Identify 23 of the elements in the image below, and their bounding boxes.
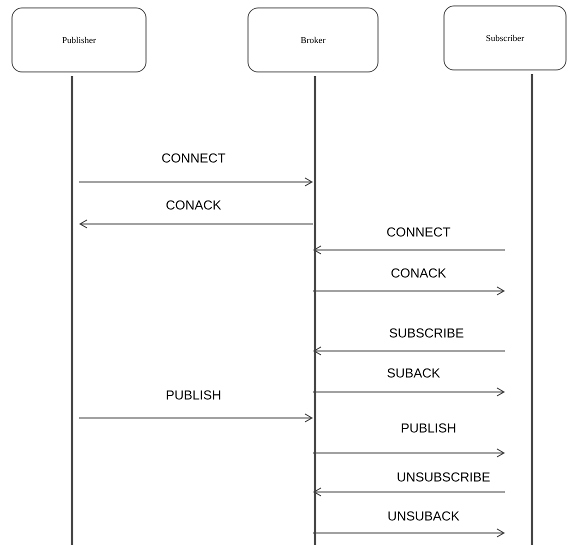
message-arrow	[312, 528, 505, 538]
message-label: CONNECT	[387, 227, 450, 237]
message-label: SUBACK	[387, 368, 440, 378]
participant-box: Broker	[248, 8, 378, 72]
message-label: CONNECT	[162, 153, 226, 163]
message-arrow	[78, 413, 313, 422]
participant-box: Subscriber	[444, 6, 566, 70]
message-arrow	[79, 219, 314, 228]
message-arrow	[313, 346, 506, 356]
message-arrow	[313, 487, 506, 496]
message-arrow	[313, 245, 506, 254]
message-label: UNSUBACK	[388, 511, 460, 521]
message-label: CONACK	[391, 268, 446, 278]
message-label: UNSUBSCRIBE	[398, 472, 490, 482]
message-label: CONACK	[166, 200, 222, 210]
message-arrow	[312, 387, 505, 396]
participant-box: Publisher	[12, 8, 146, 72]
message-label: PUBLISH	[402, 423, 456, 433]
message-arrow	[312, 286, 505, 296]
message-label: PUBLISH	[166, 390, 220, 400]
message-arrow	[78, 177, 313, 186]
message-arrow	[312, 448, 505, 458]
message-label: SUBSCRIBE	[390, 328, 464, 338]
